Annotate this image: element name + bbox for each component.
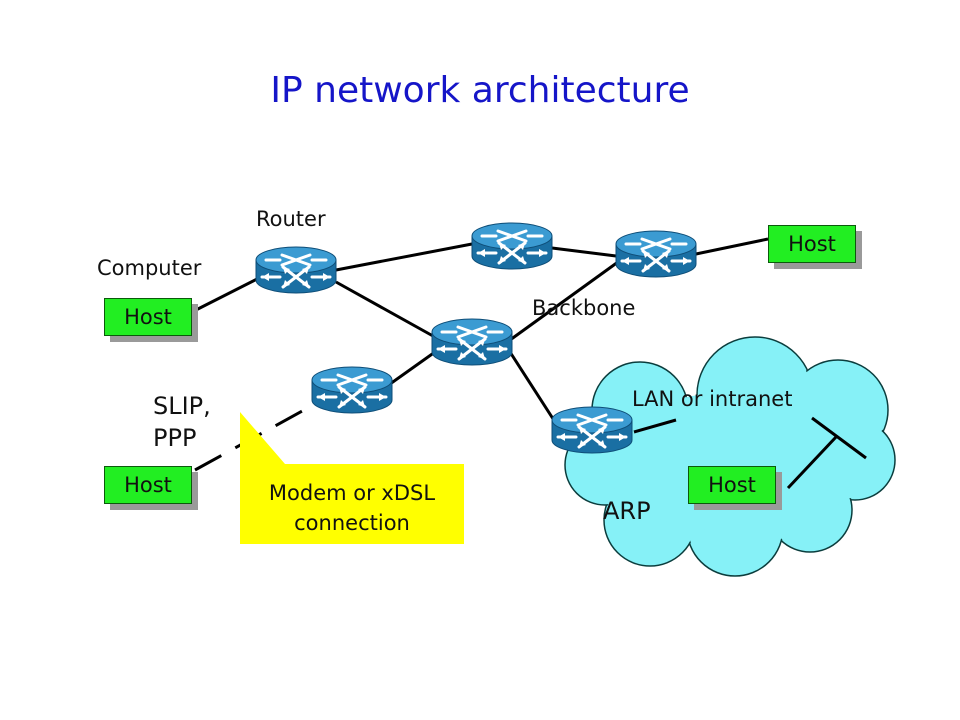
router-label: Router [256, 207, 326, 231]
callout-line: connection [294, 511, 410, 535]
ppp-label: PPP [153, 424, 197, 452]
callout-bubble [240, 412, 464, 544]
host-box: Host [768, 225, 856, 263]
link-backbone-right-host [695, 237, 769, 256]
lan-cloud [564, 336, 896, 577]
host-box: Host [688, 466, 776, 504]
router-icon [310, 365, 394, 415]
link-backbone-center-modem-router [389, 350, 436, 386]
router-icon [254, 245, 338, 295]
backbone-label: Backbone [532, 296, 636, 320]
host-remote: Host [768, 225, 862, 269]
link-router-backbone-center [335, 280, 434, 338]
link-backbone-center-right [509, 260, 619, 342]
host-box: Host [104, 298, 192, 336]
lan-label: LAN or intranet [632, 387, 793, 411]
callout-line: Modem or xDSL [268, 481, 436, 505]
host-dialup: Host [104, 466, 198, 510]
link-backbone-center-lan-router [508, 351, 559, 426]
host-lan: Host [688, 466, 782, 510]
link-computer-router [189, 277, 258, 315]
link-router-backbone-top [335, 242, 473, 272]
router-icon [550, 405, 634, 455]
router-icon [430, 317, 514, 367]
link-backbone-top-right [551, 246, 617, 258]
page-title: IP network architecture [270, 70, 690, 111]
link-lan-router-segment [633, 418, 677, 434]
router-icon [470, 221, 554, 271]
host-computer: Host [104, 298, 198, 342]
lan-bus-tail [811, 416, 867, 460]
slip-label: SLIP, [153, 392, 211, 420]
host-box: Host [104, 466, 192, 504]
router-icon [614, 229, 698, 279]
lan-bus-segment [786, 435, 838, 490]
computer-label: Computer [97, 256, 202, 280]
arp-label: ARP [603, 497, 651, 525]
callout-text: Modem or xDSL connection [240, 478, 464, 538]
